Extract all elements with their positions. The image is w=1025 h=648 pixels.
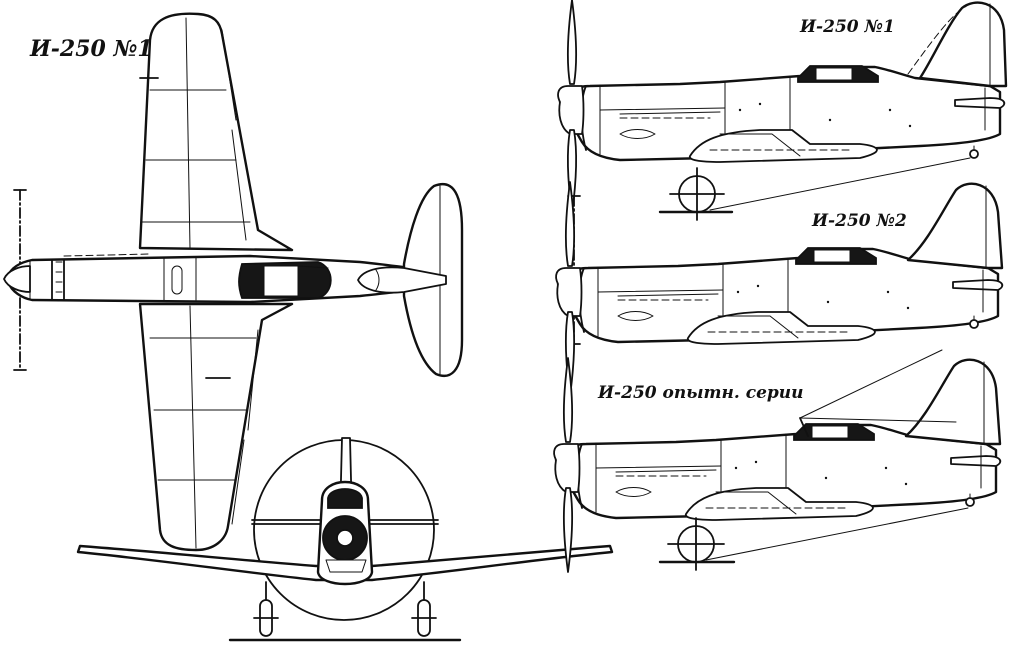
plan-view xyxy=(3,12,464,552)
plan-view-label: И-250 №1 xyxy=(29,36,153,62)
side-view-1 xyxy=(556,0,1008,221)
front-view xyxy=(76,437,614,642)
side-view-2-label: И-250 №2 xyxy=(811,211,907,231)
side-view-3-label: И-250 опытн. серии xyxy=(597,383,804,403)
side-view-3 xyxy=(552,349,1002,574)
side-view-1-label: И-250 №1 xyxy=(799,17,895,37)
side-view-2 xyxy=(554,180,1004,398)
